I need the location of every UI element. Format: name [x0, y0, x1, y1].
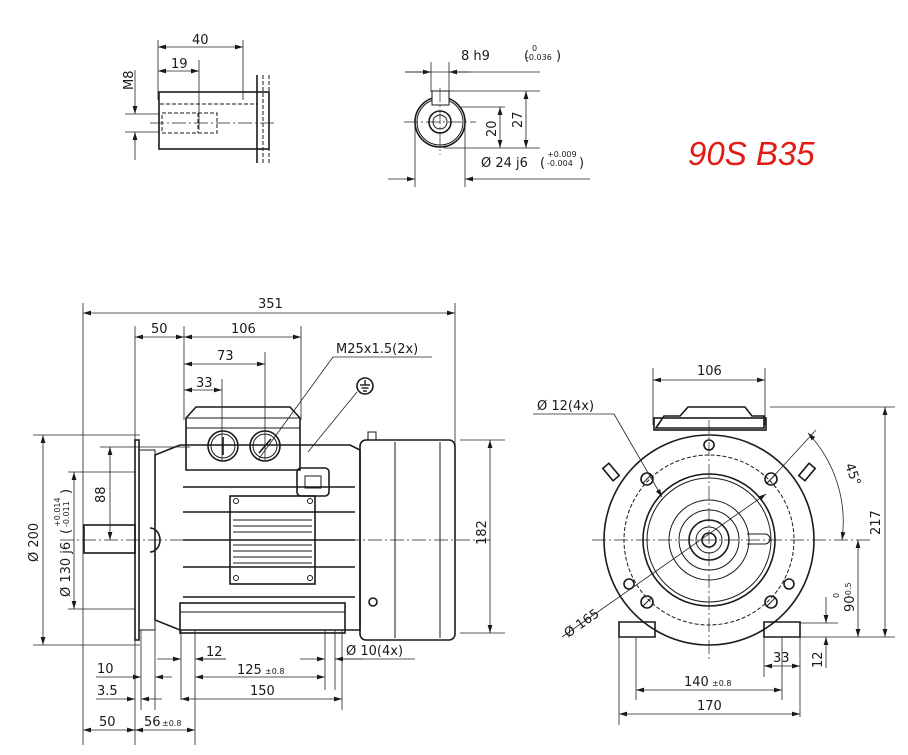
dim-56-tol: ±0.8 — [162, 719, 181, 728]
dim-106-top: 106 — [231, 322, 256, 337]
key-tol-lower: -0.036 — [526, 53, 552, 62]
shaft-section: 8 h9 ( 0 -0.036 ) 20 27 Ø 24 j6 ( +0.009… — [388, 44, 590, 187]
dim-88: 88 — [94, 486, 109, 503]
paren-open: ( — [524, 49, 529, 64]
dim-10: 10 — [97, 662, 114, 677]
dim-125: 125 — [237, 663, 262, 678]
key-tol-upper: 0 — [532, 44, 537, 53]
dim-150: 150 — [250, 684, 275, 699]
shaft-diameter: Ø 24 j6 — [481, 156, 528, 171]
spigot-tol-upper: +0.014 — [53, 497, 62, 527]
dim-19: 19 — [171, 57, 188, 72]
height-182: 182 — [475, 520, 490, 545]
dim-40: 40 — [192, 33, 209, 48]
cable-gland-label: M25x1.5(2x) — [336, 342, 418, 357]
key-width: 8 h9 — [461, 49, 490, 64]
earth-ground-icon — [356, 377, 374, 395]
dim-50-bottom: 50 — [99, 715, 116, 730]
shaft-tol-lower: -0.004 — [547, 159, 573, 168]
shaft-height-tol-upper: 0 — [832, 593, 841, 598]
dim-73: 73 — [217, 349, 234, 364]
angle-45: 45° — [841, 461, 863, 488]
overall-length: 351 — [258, 297, 283, 312]
shaft-height-tol-lower: -0.5 — [844, 582, 853, 598]
flange-hole-label: Ø 12(4x) — [537, 399, 594, 414]
paren-close: ) — [579, 156, 584, 171]
paren-open: ( — [540, 156, 545, 171]
paren-close: ) — [556, 49, 561, 64]
thread-m8: M8 — [122, 71, 137, 91]
spigot-tol-lower: -0.011 — [62, 501, 71, 527]
height-217: 217 — [869, 510, 884, 535]
foot-hole-label: Ø 10(4x) — [346, 644, 403, 659]
model-title: 90S B35 — [688, 135, 815, 172]
shaft-tol-upper: +0.009 — [547, 150, 577, 159]
front-dim-140-tol: ±0.8 — [712, 679, 731, 688]
pcd-165: Ø 165 — [562, 607, 603, 642]
paren-open: ( — [59, 529, 74, 534]
front-dim-33: 33 — [773, 651, 790, 666]
flange-diameter: Ø 200 — [27, 523, 42, 562]
dim-27: 27 — [511, 111, 526, 128]
front-dim-170: 170 — [697, 699, 722, 714]
dim-50-top: 50 — [151, 322, 168, 337]
dim-33: 33 — [196, 376, 213, 391]
front-view: 106 Ø 12(4x) — [533, 364, 895, 725]
dim-12: 12 — [206, 645, 223, 660]
front-dim-12: 12 — [811, 651, 826, 668]
dim-56: 56 — [144, 715, 161, 730]
spigot-diameter: Ø 130 j6 — [59, 542, 74, 597]
side-view: 351 50 106 73 33 M25x1.5(2x) Ø 200 — [27, 297, 505, 745]
dim-125-tol: ±0.8 — [265, 667, 284, 676]
shaft-height-90: 90 — [843, 595, 858, 612]
shaft-end-detail: 40 19 M8 — [122, 33, 275, 163]
front-dim-106: 106 — [697, 364, 722, 379]
dim-20: 20 — [485, 120, 500, 137]
front-dim-140: 140 — [684, 675, 709, 690]
paren-close: ) — [59, 489, 74, 494]
dim-3-5: 3.5 — [97, 684, 118, 699]
